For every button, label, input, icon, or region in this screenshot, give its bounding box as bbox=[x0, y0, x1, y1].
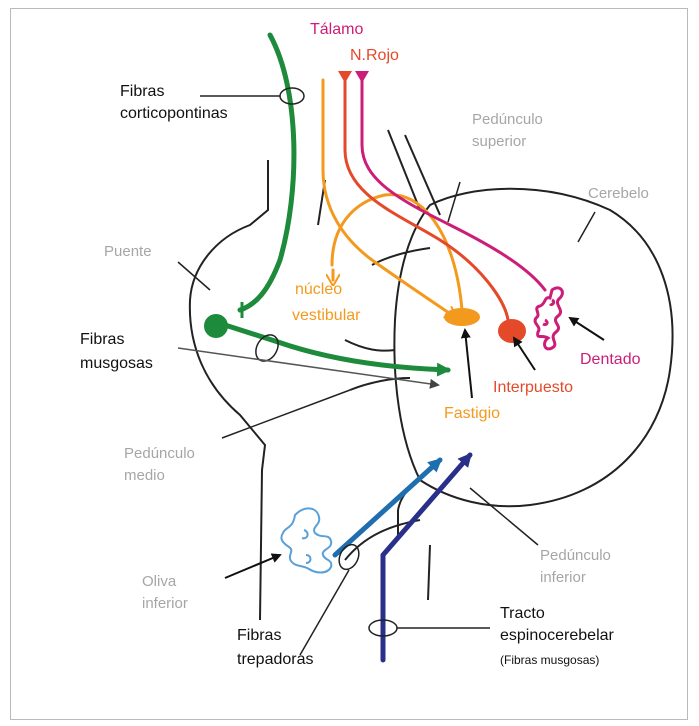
label-puente: Puente bbox=[104, 242, 152, 262]
label-oliva-2: inferior bbox=[142, 594, 188, 614]
label-tracto-1: Tracto bbox=[500, 604, 545, 624]
pontine-nucleus-dot bbox=[204, 314, 228, 338]
label-musgosas-1: Fibras bbox=[80, 330, 124, 350]
label-ped-superior-2: superior bbox=[472, 132, 526, 152]
pointer-arrows bbox=[178, 318, 604, 578]
label-corticopontinas-1: Fibras bbox=[120, 82, 164, 102]
label-ped-inferior-1: Pedúnculo bbox=[540, 546, 611, 566]
label-oliva-1: Oliva bbox=[142, 572, 176, 592]
label-trepadoras-1: Fibras bbox=[237, 626, 281, 646]
label-musgosas-2: musgosas bbox=[80, 354, 153, 374]
label-nucleo-1: núcleo bbox=[295, 280, 342, 300]
label-ped-medio-1: Pedúnculo bbox=[124, 444, 195, 464]
label-talamo: Tálamo bbox=[310, 20, 363, 40]
inferior-olive bbox=[281, 508, 331, 572]
brainstem-outline bbox=[190, 160, 430, 620]
label-tracto-2: espinocerebelar bbox=[500, 626, 614, 646]
label-dentado: Dentado bbox=[580, 350, 641, 370]
navy-pathway bbox=[383, 455, 470, 660]
label-cerebelo: Cerebelo bbox=[588, 184, 649, 204]
dentate-nucleus bbox=[535, 288, 562, 349]
fastigial-nucleus bbox=[444, 308, 480, 326]
label-ped-medio-2: medio bbox=[124, 466, 165, 486]
label-interpuesto: Interpuesto bbox=[493, 378, 573, 398]
interpositus-nucleus bbox=[498, 319, 526, 343]
label-fastigio: Fastigio bbox=[444, 404, 500, 424]
label-nucleo-2: vestibular bbox=[292, 306, 360, 326]
label-ped-inferior-2: inferior bbox=[540, 568, 586, 588]
label-ped-superior-1: Pedúnculo bbox=[472, 110, 543, 130]
label-n-rojo: N.Rojo bbox=[350, 46, 399, 66]
label-corticopontinas-2: corticopontinas bbox=[120, 104, 228, 124]
label-tracto-3: (Fibras musgosas) bbox=[500, 650, 599, 670]
label-trepadoras-2: trepadoras bbox=[237, 650, 314, 670]
